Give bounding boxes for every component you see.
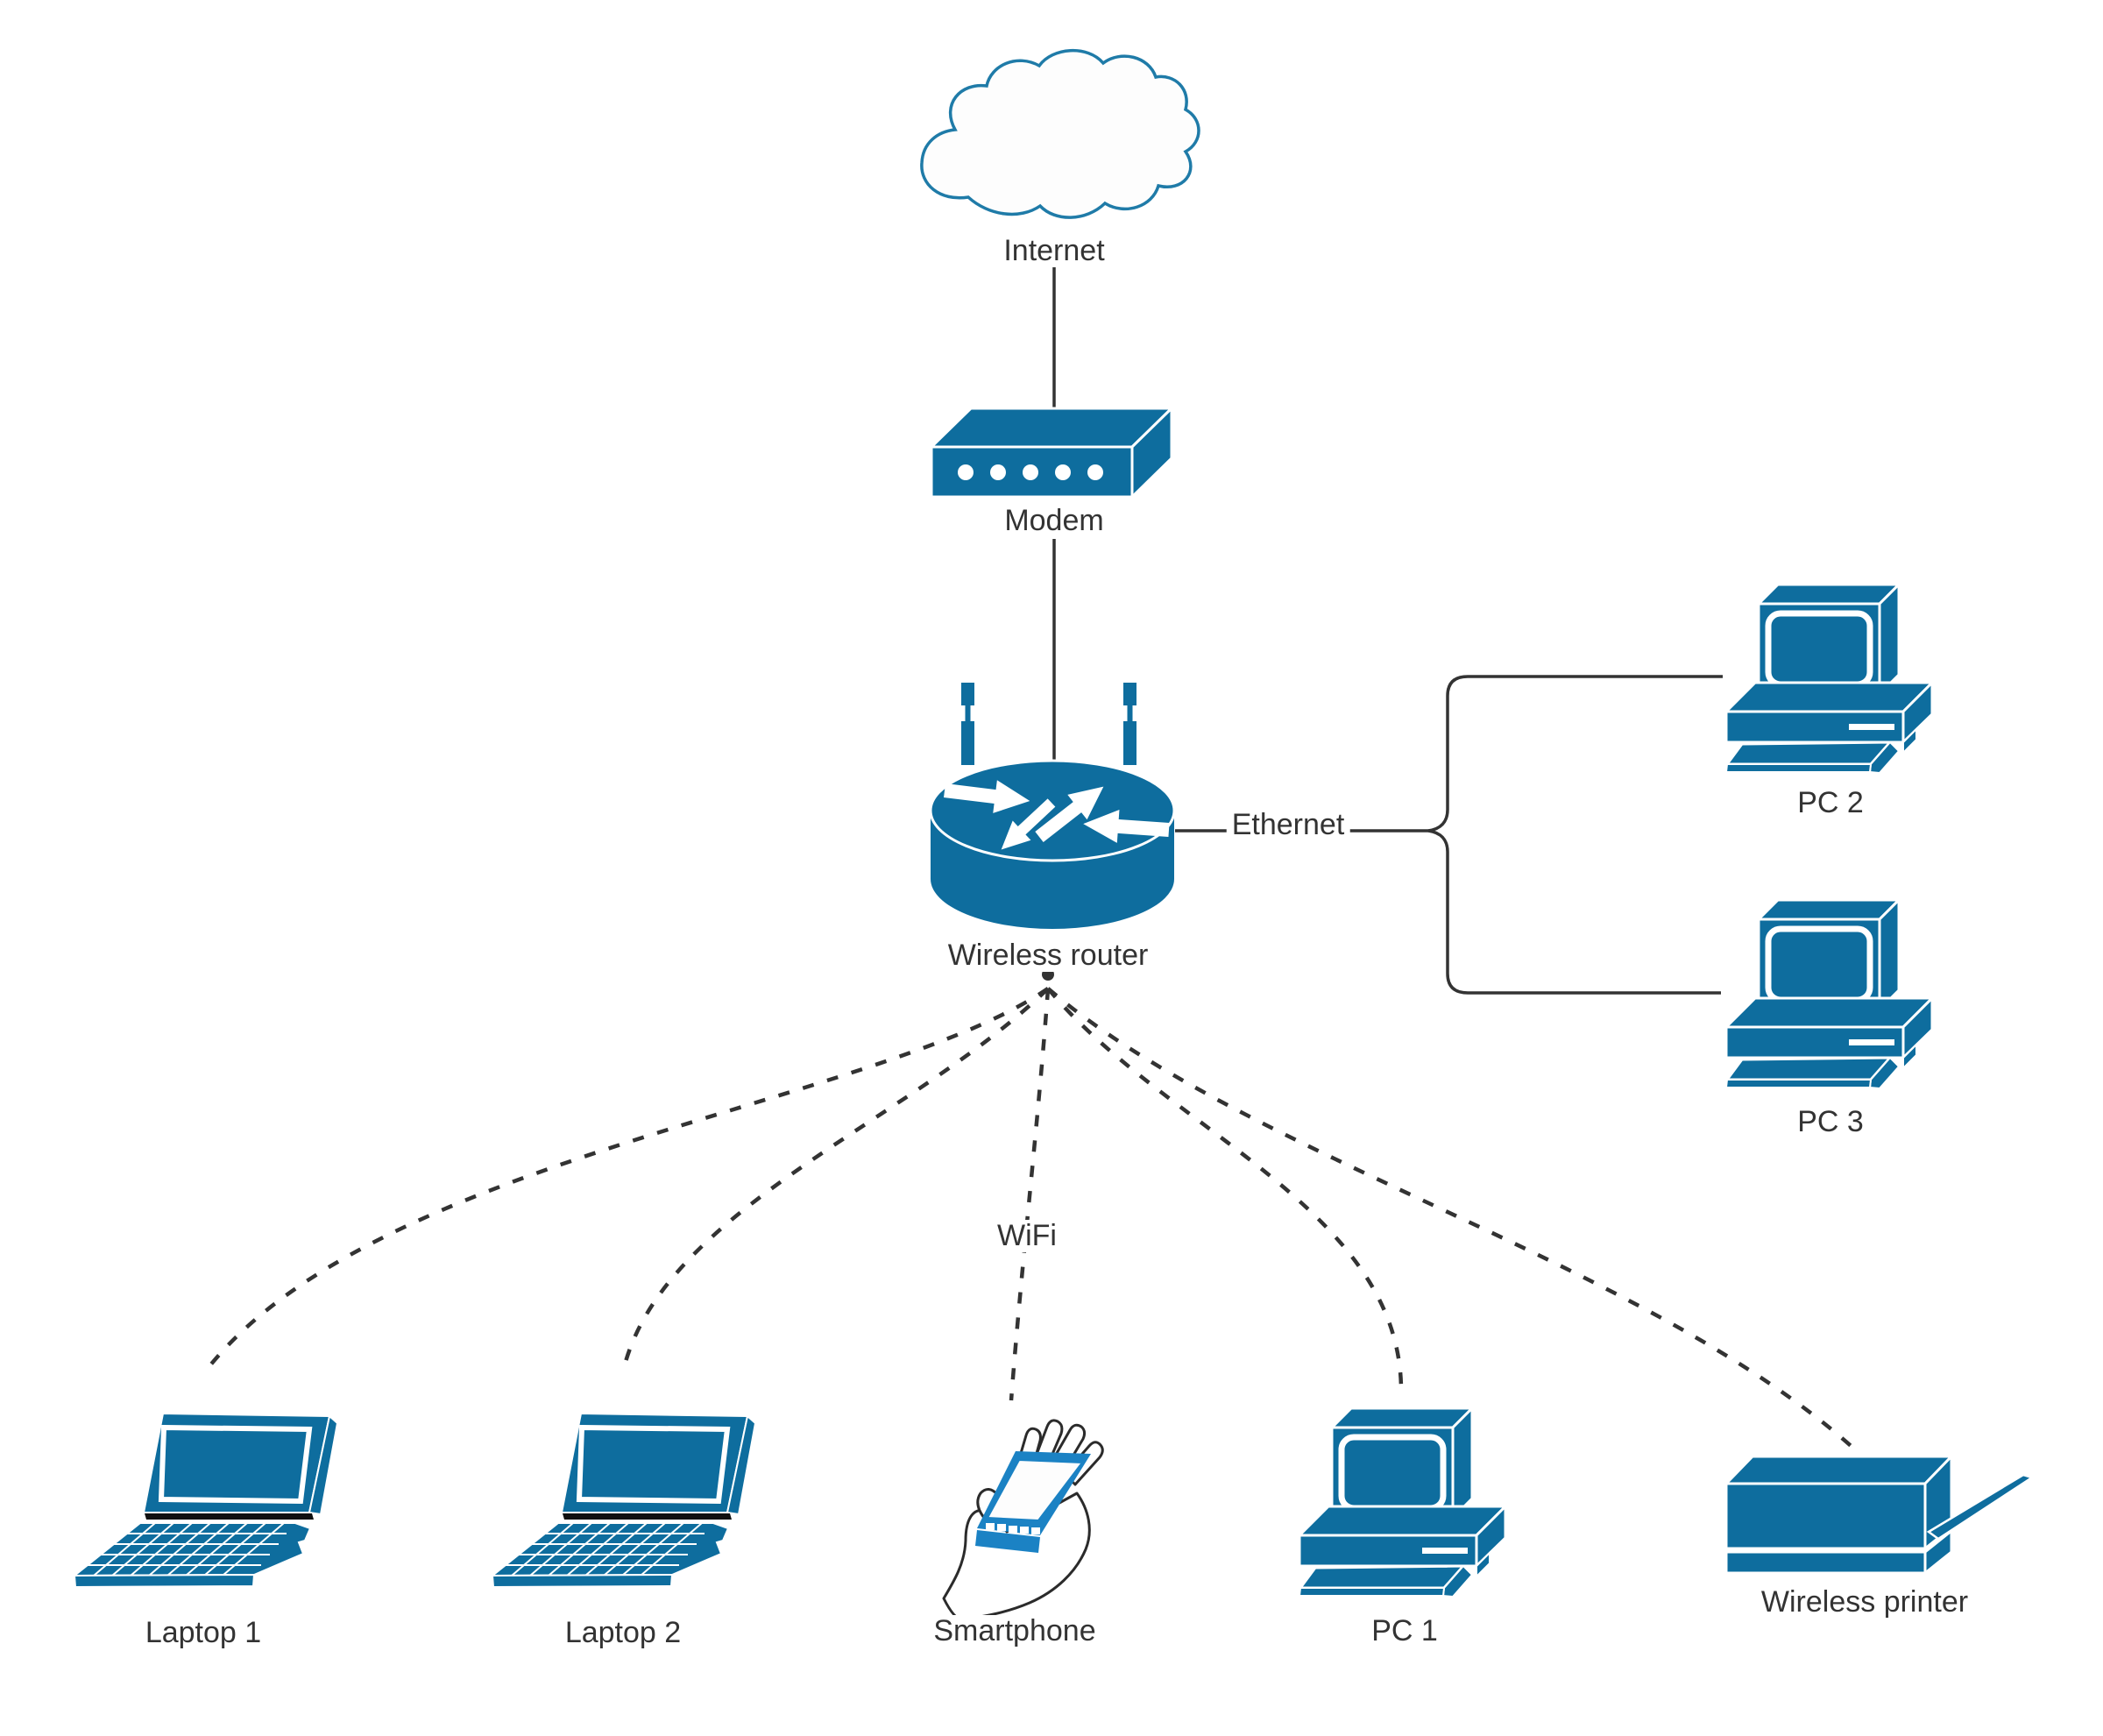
smartphone-keys	[986, 1523, 1040, 1534]
smartphone-icon	[942, 1419, 1104, 1621]
wifi-link-laptop2	[620, 987, 1050, 1372]
internet-label: Internet	[998, 234, 1110, 268]
pc2-icon	[1726, 585, 1932, 773]
laptop1-label: Laptop 1	[139, 1616, 267, 1650]
laptop1-icon	[74, 1414, 337, 1587]
smartphone-label: Smartphone	[928, 1614, 1101, 1648]
pc2-label: PC 2	[1792, 786, 1869, 820]
wifi-link-smartphone	[1009, 988, 1051, 1401]
wireless-router-icon	[929, 683, 1176, 929]
wireless-printer-icon	[1723, 1453, 2035, 1577]
wifi-link-laptop1	[202, 987, 1050, 1376]
pc1-label: PC 1	[1366, 1614, 1443, 1648]
pc3-icon	[1726, 900, 1932, 1088]
pc1-icon	[1299, 1408, 1505, 1597]
modem-icon	[928, 405, 1175, 500]
wifi-link-pc1	[1046, 987, 1404, 1392]
router-antenna-left	[961, 683, 974, 765]
pc3-label: PC 3	[1792, 1105, 1869, 1139]
modem-label: Modem	[999, 504, 1109, 538]
wifi-link-printer	[1046, 987, 1858, 1452]
router-antenna-right	[1123, 683, 1136, 765]
wifi-link-label: WiFi	[992, 1219, 1062, 1253]
ethernet-brace-bottom	[1427, 829, 1721, 995]
ethernet-brace-top	[1427, 675, 1723, 833]
ethernet-link-label: Ethernet	[1226, 808, 1350, 842]
internet-cloud-icon	[920, 49, 1200, 219]
laptop2-icon	[492, 1414, 755, 1587]
wireless-printer-label: Wireless printer	[1755, 1585, 1974, 1619]
printer-paper-sheet	[1926, 1473, 2035, 1541]
wireless-router-label: Wireless router	[942, 939, 1154, 973]
router-arrows	[944, 780, 1170, 850]
laptop2-label: Laptop 2	[559, 1616, 687, 1650]
modem-indicator-lights	[958, 464, 1103, 480]
